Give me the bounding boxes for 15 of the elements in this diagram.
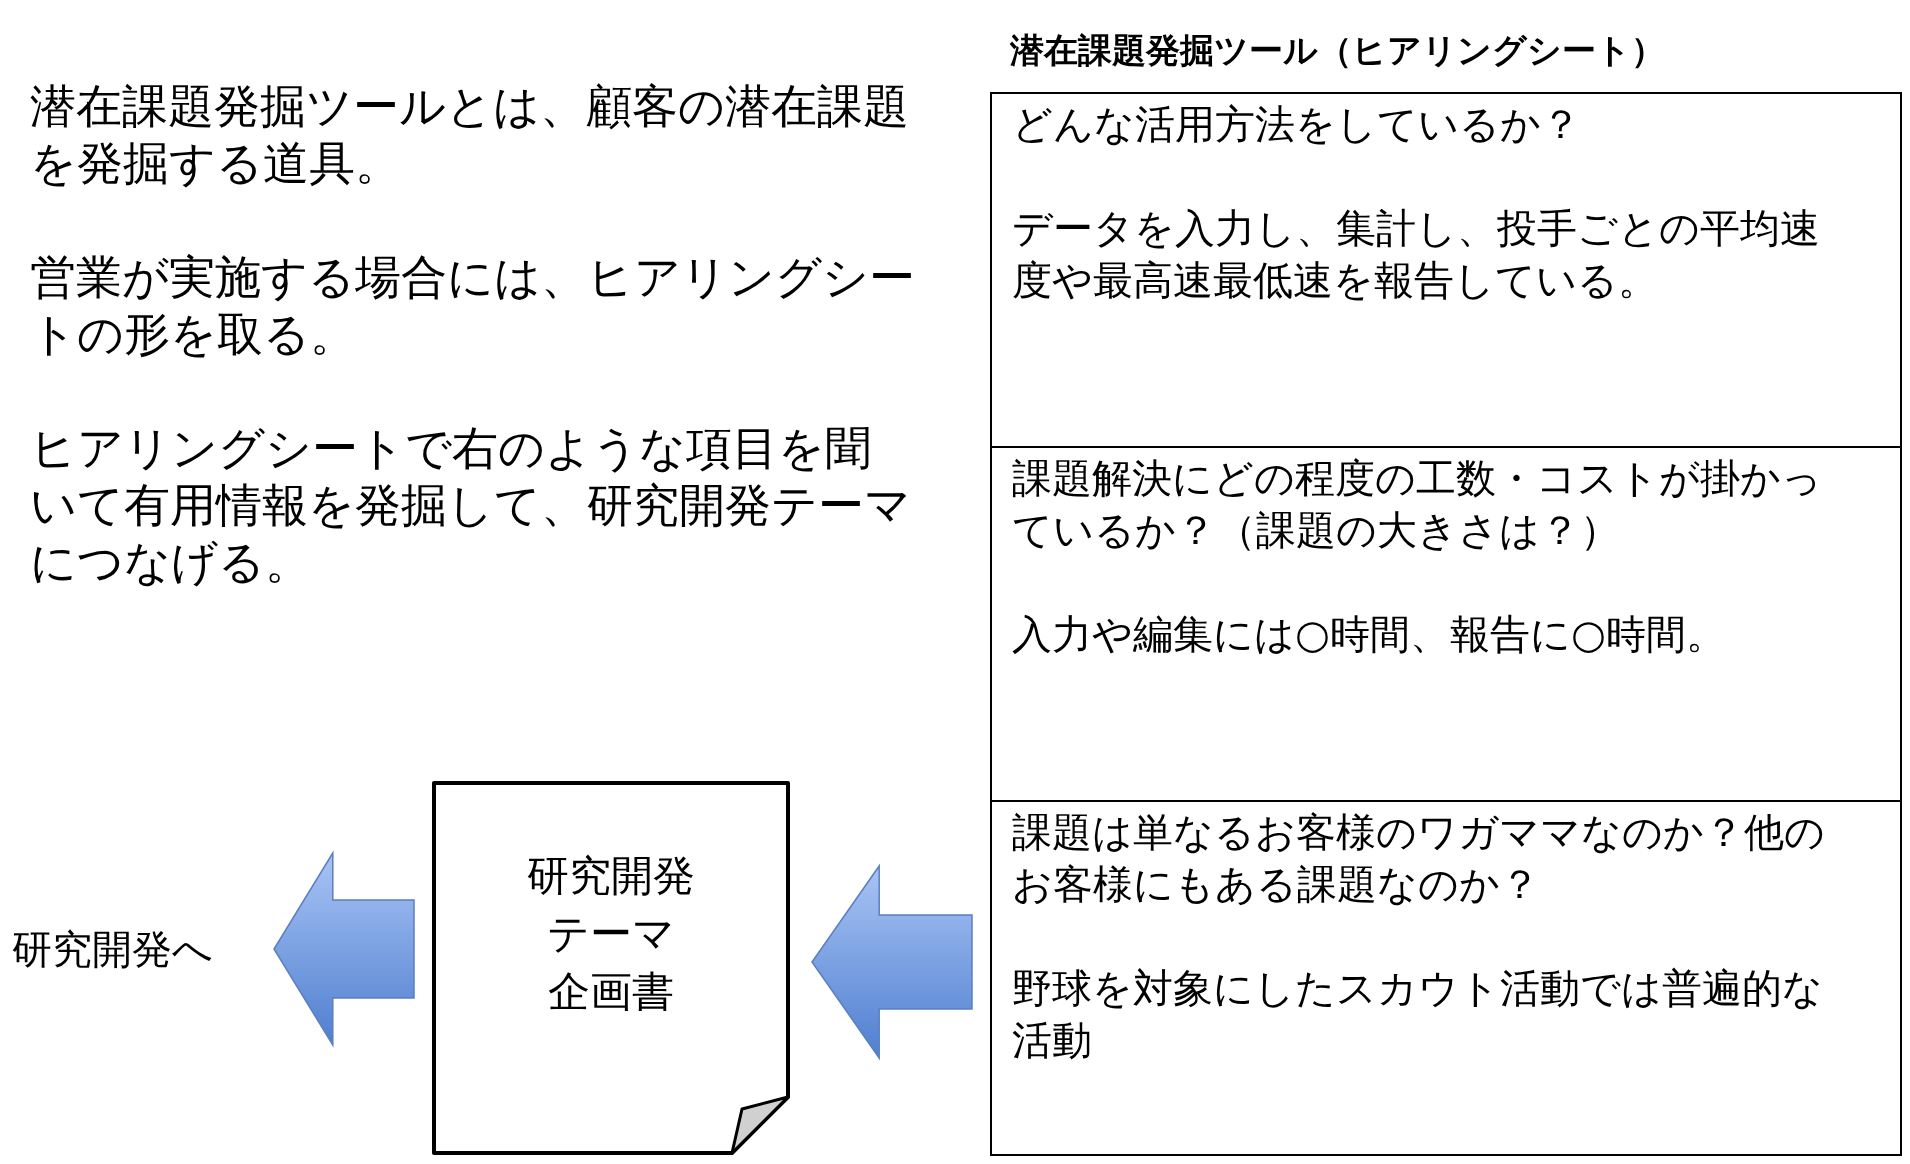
description-paragraph: ヒアリングシートで右のような項目を聞いて有用情報を発掘して、研究開発テーマにつなげる。 [30, 420, 912, 591]
answer-text: 入力や編集には○時間、報告に○時間。 [1012, 610, 1727, 659]
question-text: どんな活用方法をしているか？ [1012, 100, 1582, 149]
target-label: 研究開発へ [12, 925, 213, 974]
document-shape [432, 781, 790, 1155]
document-title: 研究開発テーマ企画書 [526, 850, 696, 1018]
answer-text: 野球を対象にしたスカウト活動では普遍的な活動 [1012, 964, 1824, 1065]
answer-text: データを入力し、集計し、投手ごとの平均速度や最高速最低速を報告している。 [1012, 204, 1821, 305]
question-text: 課題解決にどの程度の工数・コストが掛かっているか？（課題の大きさは？） [1012, 454, 1823, 555]
block-arrow [811, 863, 973, 1061]
question-text: 課題は単なるお客様のワガママなのか？他のお客様にもある課題なのか？ [1012, 808, 1826, 909]
block-arrow [273, 850, 415, 1048]
sheet-title: 潜在課題発掘ツール（ヒアリングシート） [1009, 29, 1666, 72]
description-paragraph: 潜在課題発掘ツールとは、顧客の潜在課題を発掘する道具。 [30, 78, 910, 192]
description-paragraph: 営業が実施する場合には、ヒアリングシートの形を取る。 [30, 249, 915, 363]
